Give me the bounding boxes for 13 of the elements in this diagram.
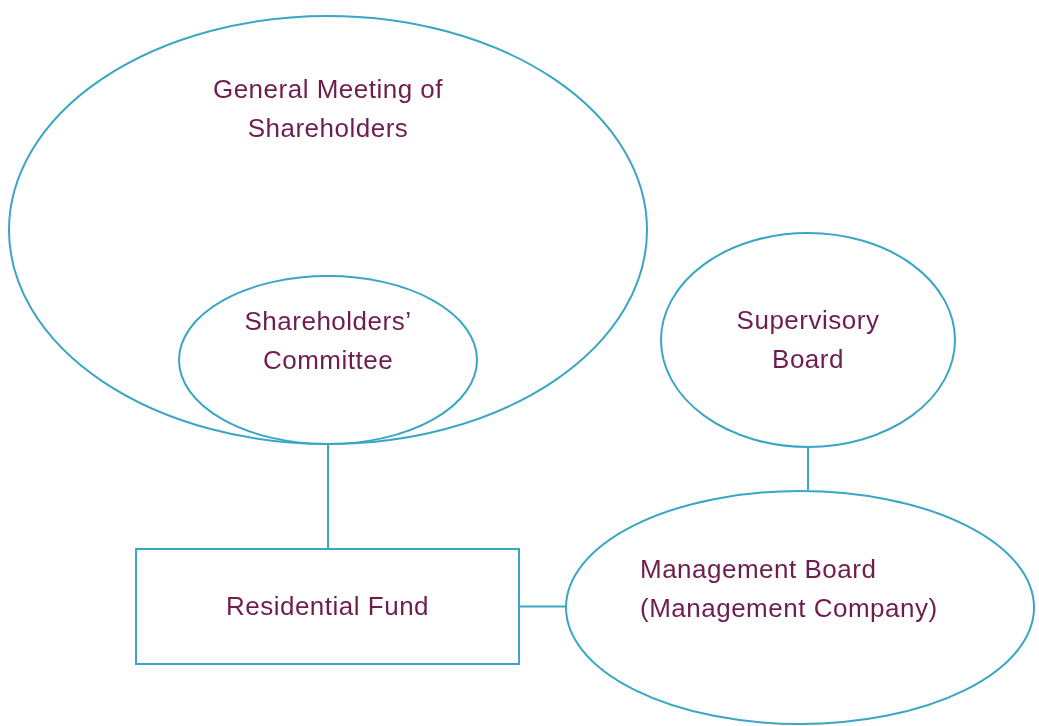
body-ellipse bbox=[660, 232, 956, 448]
node-label: Supervisory Board bbox=[735, 304, 881, 376]
connector-line bbox=[807, 447, 809, 491]
body-ellipse bbox=[178, 275, 478, 445]
body-ellipse bbox=[565, 490, 1035, 725]
connector-line bbox=[519, 605, 566, 608]
node-label: Management Board (Management Company) bbox=[640, 553, 939, 625]
node-label: Shareholders’ Committee bbox=[243, 305, 413, 377]
connector-line bbox=[327, 444, 329, 549]
node-label: General Meeting of Shareholders bbox=[211, 73, 445, 145]
node-label: Residential Fund bbox=[224, 590, 431, 623]
fund-box bbox=[135, 548, 520, 665]
body-ellipse bbox=[8, 15, 648, 445]
